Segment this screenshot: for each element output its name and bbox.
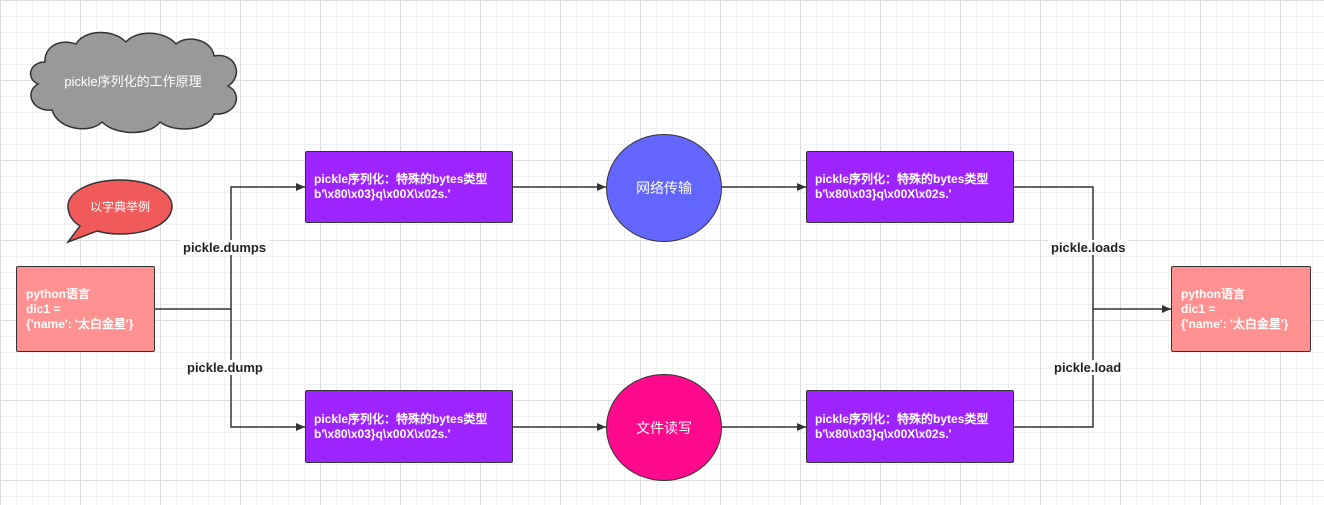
- source-line-1: python语言: [26, 286, 90, 301]
- top-serialized-line-2: b'\x80\x03}q\x00X\x02s.': [314, 187, 451, 201]
- bottom-serialized-line-1: pickle序列化：特殊的bytes类型: [314, 411, 488, 426]
- target-line-3: {'name': '太白金星'}: [1181, 316, 1289, 331]
- loads-label: pickle.loads: [1048, 240, 1129, 255]
- source-object-box: python语言 dic1 = {'name': '太白金星'}: [16, 266, 155, 352]
- file-io-label: 文件读写: [636, 419, 692, 436]
- source-line-3: {'name': '太白金星'}: [26, 316, 134, 331]
- target-object-box: python语言 dic1 = {'name': '太白金星'}: [1171, 266, 1311, 352]
- top-received-line-1: pickle序列化：特殊的bytes类型: [815, 172, 989, 186]
- top-received-box: pickle序列化：特殊的bytes类型 b'\x80\x03}q\x00X\x…: [806, 151, 1014, 223]
- bottom-serialized-line-2: b'\x80\x03}q\x00X\x02s.': [314, 426, 451, 441]
- top-serialized-line-1: pickle序列化：特殊的bytes类型: [314, 172, 488, 186]
- file-io-circle: 文件读写: [606, 374, 722, 481]
- bottom-received-box: pickle序列化：特殊的bytes类型 b'\x80\x03}q\x00X\x…: [806, 390, 1014, 463]
- top-received-line-2: b'\x80\x03}q\x00X\x02s.': [815, 187, 952, 201]
- dumps-label: pickle.dumps: [180, 240, 270, 255]
- network-transfer-circle: 网络传输: [606, 134, 722, 242]
- bottom-serialized-box: pickle序列化：特殊的bytes类型 b'\x80\x03}q\x00X\x…: [305, 390, 513, 463]
- dumps-connector: [230, 183, 305, 309]
- title-cloud-shape: [29, 31, 238, 134]
- bottom-received-line-1: pickle序列化：特殊的bytes类型: [815, 411, 989, 426]
- top-serialized-box: pickle序列化：特殊的bytes类型 b'\x80\x03}q\x00X\x…: [305, 151, 513, 223]
- target-line-2: dic1 =: [1181, 301, 1216, 316]
- callout-bubble-shape: [65, 179, 173, 244]
- load-label: pickle.load: [1051, 360, 1125, 375]
- target-line-1: python语言: [1181, 286, 1245, 301]
- diagram-title: pickle序列化的工作原理: [64, 73, 202, 89]
- loads-connector: [1013, 186, 1094, 309]
- dump-label: pickle.dump: [184, 360, 266, 375]
- source-line-2: dic1 =: [26, 301, 61, 316]
- dump-connector: [230, 309, 305, 431]
- example-callout: 以字典举例: [89, 199, 150, 214]
- load-connector: [1013, 309, 1094, 428]
- network-transfer-label: 网络传输: [636, 180, 692, 196]
- bottom-received-line-2: b'\x80\x03}q\x00X\x02s.': [815, 426, 952, 441]
